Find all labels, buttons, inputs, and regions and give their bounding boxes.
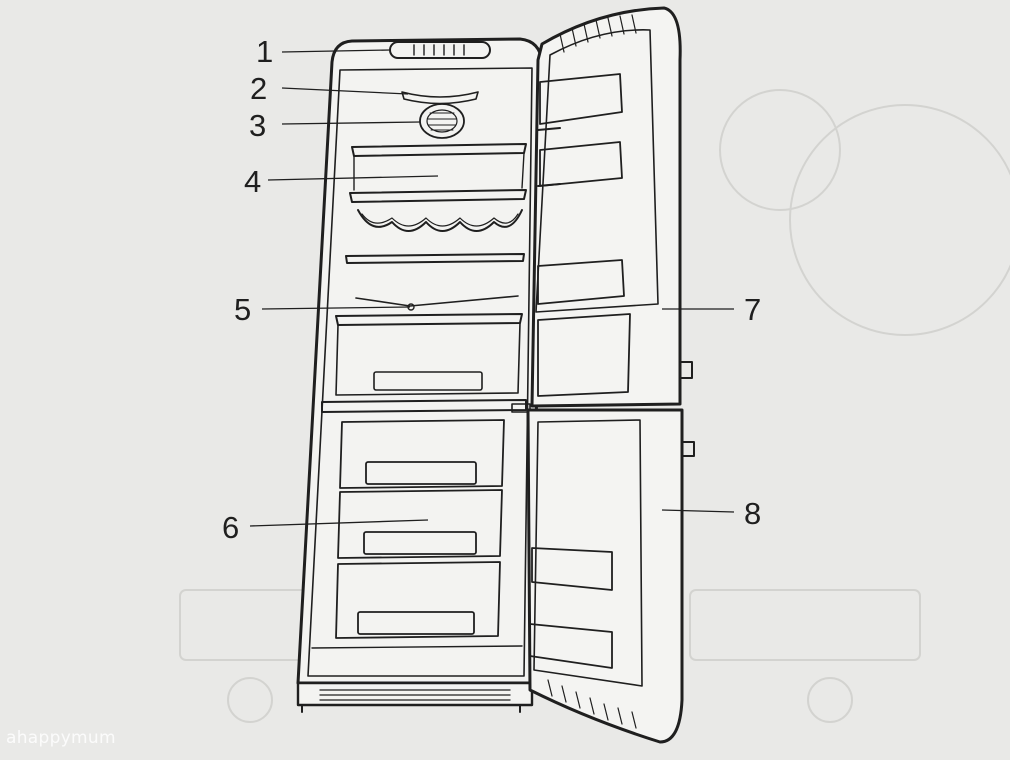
callout-labels: 1 2 3 4 5 6 7 8	[222, 34, 761, 545]
callout-8: 8	[744, 496, 761, 531]
callout-5: 5	[234, 292, 251, 327]
callout-1: 1	[256, 34, 273, 69]
leader-lines	[249, 49, 735, 527]
callout-4: 4	[244, 164, 261, 199]
fridge-body	[296, 37, 544, 713]
fridge-door-lower	[526, 408, 695, 744]
callout-7: 7	[744, 292, 761, 327]
fridge-door-upper	[511, 6, 693, 413]
callout-3: 3	[249, 108, 266, 143]
callout-2: 2	[250, 71, 267, 106]
background-bleed-through	[179, 89, 1010, 723]
callout-6: 6	[222, 510, 239, 545]
watermark: ahappymum	[6, 728, 116, 748]
